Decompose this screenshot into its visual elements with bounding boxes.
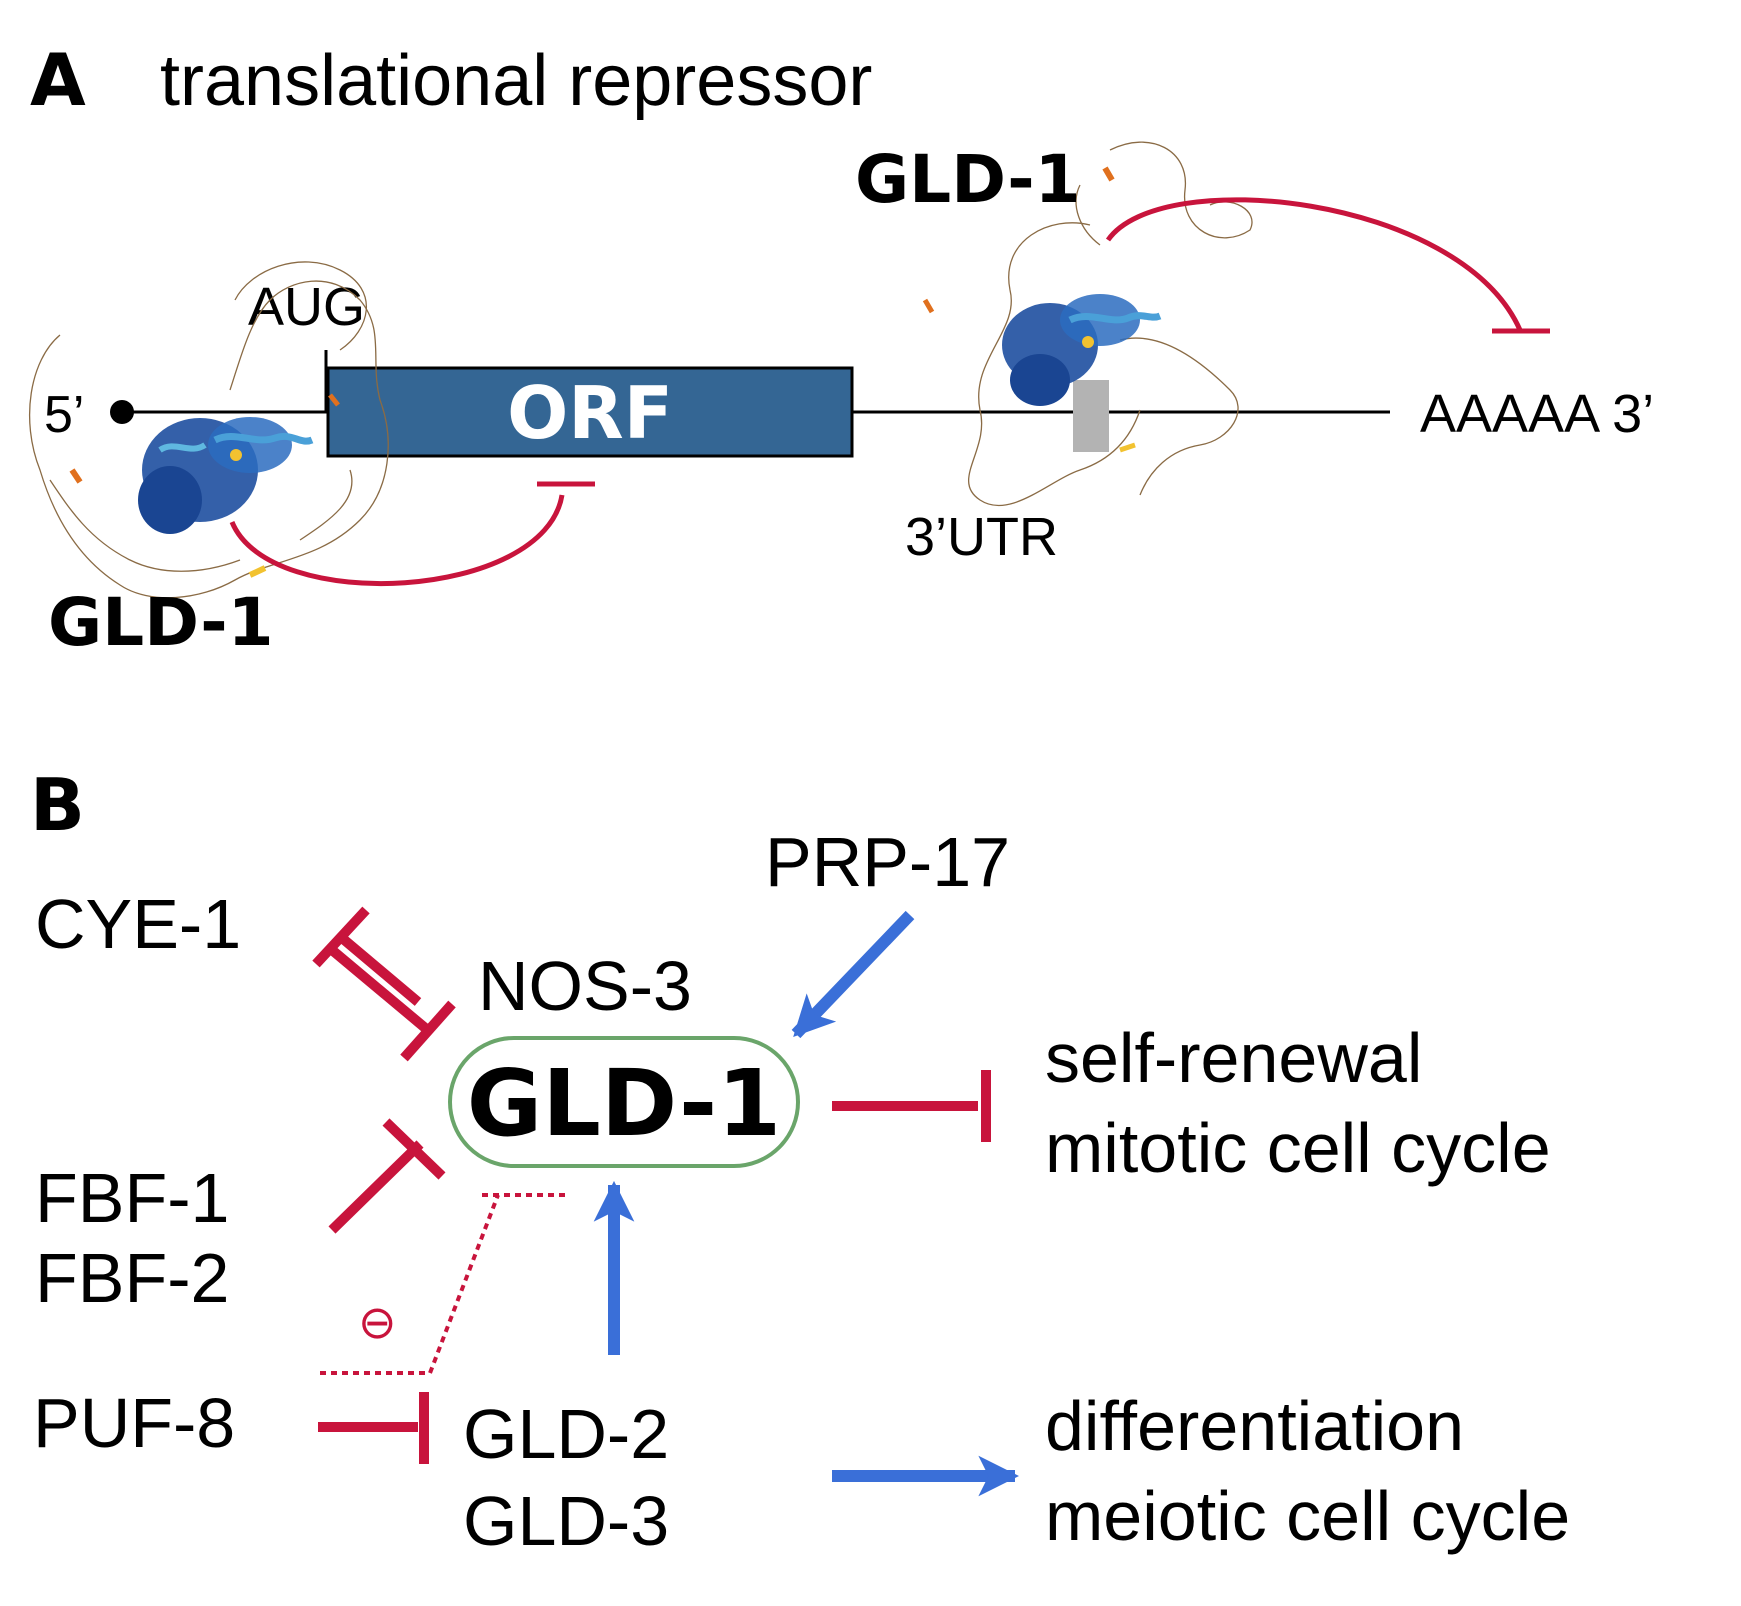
inhibition-gld1-to-cye1 xyxy=(338,934,422,1006)
cap-dot xyxy=(110,400,134,424)
panel-a-title: translational repressor xyxy=(160,41,872,121)
aug-label: AUG xyxy=(248,277,365,337)
gld1-label-bottom: GLD-1 xyxy=(48,584,274,661)
outcome-differentiation: differentiation xyxy=(1045,1387,1464,1465)
inhibition-bar-gld1-to-cye1 xyxy=(312,906,370,968)
activation-prp17-to-gld1 xyxy=(791,910,915,1039)
orf-label: ORF xyxy=(507,371,673,455)
gld2-label: GLD-2 xyxy=(463,1395,669,1473)
fbf1-label: FBF-1 xyxy=(35,1159,229,1237)
outcome-self-renewal: self-renewal xyxy=(1045,1019,1422,1097)
gld1-protein-left xyxy=(29,261,389,599)
inhibition-bar-cye1-to-gld1 xyxy=(400,1000,456,1062)
panel-a-label: A xyxy=(30,38,86,122)
minus-symbol: ⊖ xyxy=(358,1296,397,1348)
nos3-label: NOS-3 xyxy=(478,947,692,1025)
poly-a-label: AAAAA 3’ xyxy=(1420,384,1654,444)
gld1-node xyxy=(448,1036,800,1168)
inhibition-cye1-to-gld1 xyxy=(328,946,434,1036)
fbf2-label: FBF-2 xyxy=(35,1239,229,1317)
cye1-label: CYE-1 xyxy=(35,885,241,963)
five-prime-label: 5’ xyxy=(44,386,84,444)
prp17-label: PRP-17 xyxy=(765,823,1010,901)
gld1-node-label: GLD-1 xyxy=(467,1050,781,1157)
utr-label: 3’UTR xyxy=(905,507,1058,567)
indirect-repression-puf8-gld1 xyxy=(320,1194,500,1375)
panel-b: B PRP-17 CYE-1 NOS-3 GLD-1 FBF-1 FBF-2 P… xyxy=(30,763,1570,1560)
puf8-label: PUF-8 xyxy=(33,1384,235,1462)
inhibition-bar-fbf-to-gld1 xyxy=(382,1118,446,1180)
gld3-label: GLD-3 xyxy=(463,1482,669,1560)
panel-b-label: B xyxy=(30,763,85,847)
outcome-meiotic: meiotic cell cycle xyxy=(1045,1477,1570,1555)
inhibition-fbf-to-gld1 xyxy=(328,1140,424,1234)
repression-arc-orf xyxy=(229,494,565,587)
orf-box xyxy=(326,366,854,458)
outcome-mitotic: mitotic cell cycle xyxy=(1045,1109,1551,1187)
repression-arc-polya xyxy=(1105,197,1523,332)
gld1-protein-right xyxy=(922,141,1253,507)
panel-a: A translational repressor 5’ ORF AUG 3’U… xyxy=(29,38,1654,661)
gld1-label-top: GLD-1 xyxy=(855,141,1081,218)
utr-element xyxy=(1073,380,1109,452)
